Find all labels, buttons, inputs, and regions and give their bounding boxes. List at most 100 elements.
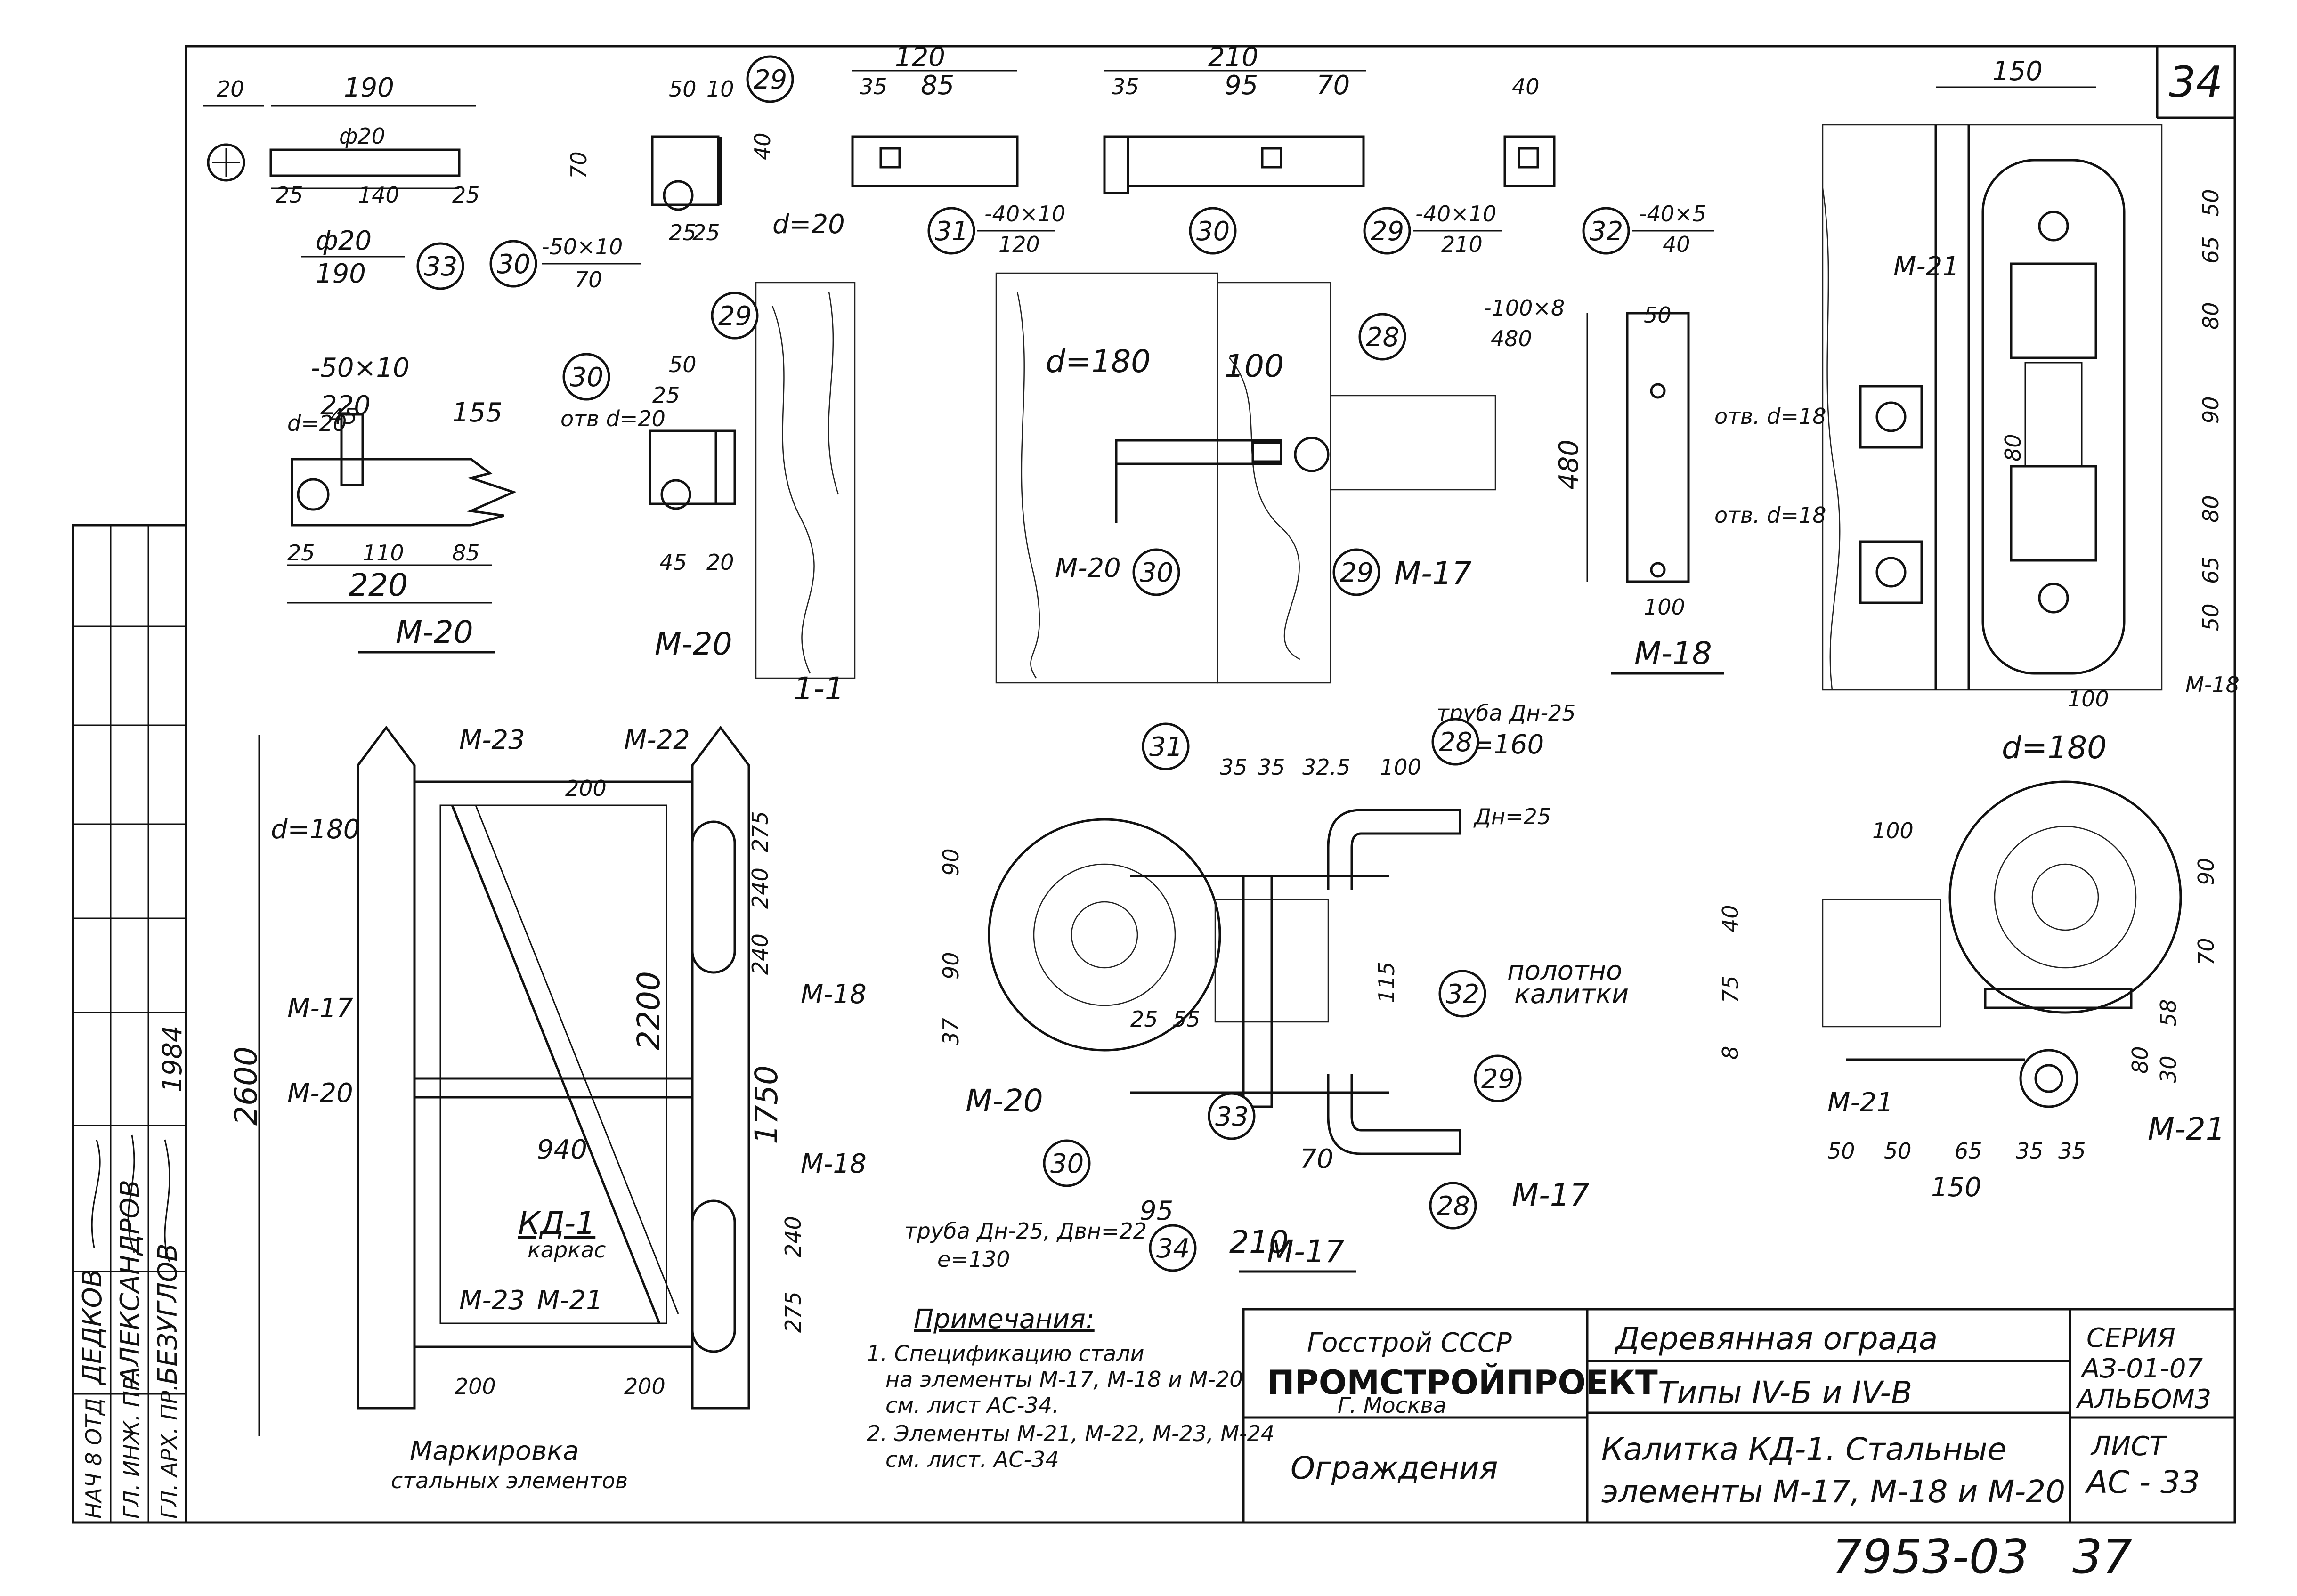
svg-text:940: 940 [537, 1134, 587, 1165]
svg-text:29: 29 [1340, 558, 1373, 588]
title-line-4: элементы М-17, М-18 и М-20 [1601, 1474, 2065, 1510]
svg-text:d=20: d=20 [287, 411, 347, 436]
callout-29d [1332, 548, 1380, 596]
svg-text:275: 275 [780, 1291, 806, 1333]
svg-text:М-22: М-22 [624, 725, 690, 755]
svg-text:150: 150 [1992, 56, 2043, 87]
title-line-1: Деревянная ограда [1614, 1321, 1938, 1357]
svg-text:28: 28 [1366, 322, 1399, 353]
svg-text:210: 210 [1208, 42, 1258, 73]
title-line-3: Калитка КД-1. Стальные [1601, 1431, 2006, 1467]
svg-text:2200: 2200 [631, 971, 667, 1050]
svg-text:30: 30 [570, 362, 603, 393]
svg-text:стальных элементов: стальных элементов [391, 1468, 628, 1493]
sheet-label: ЛИСТ [2090, 1431, 2167, 1462]
svg-text:100: 100 [1380, 754, 1421, 780]
svg-text:М-18: М-18 [801, 979, 867, 1010]
svg-text:d=20: d=20 [772, 209, 845, 240]
svg-text:50: 50 [2198, 603, 2224, 631]
stamp-number: 7953-03 [1832, 1529, 2029, 1584]
svg-text:65: 65 [1955, 1138, 1982, 1164]
svg-text:45: 45 [330, 404, 357, 429]
callout-33 [416, 242, 464, 290]
svg-text:58: 58 [2156, 999, 2181, 1027]
svg-text:-50×10: -50×10 [542, 234, 623, 259]
svg-text:М-20: М-20 [655, 626, 732, 662]
svg-text:90: 90 [938, 848, 964, 876]
svg-text:200: 200 [565, 776, 607, 801]
svg-text:32: 32 [1590, 216, 1623, 247]
svg-text:95: 95 [1140, 1196, 1173, 1226]
svg-text:200: 200 [624, 1374, 666, 1399]
m17-plan: 35 35 32.5 100 труба Дн-25 e=160 Дн=25 2… [904, 700, 1629, 1273]
svg-text:35: 35 [1258, 754, 1285, 780]
svg-text:220: 220 [320, 390, 371, 421]
svg-text:100: 100 [1225, 348, 1284, 384]
svg-text:35: 35 [2016, 1138, 2044, 1164]
note-line-3: см. лист АС-34. [885, 1393, 1059, 1418]
callout-29 [746, 55, 794, 103]
svg-text:240: 240 [747, 933, 773, 975]
signature-block: НАЧ 8 ОТД ГЛ. ИНЖ. ПР. ГЛ. АРХ. ПР. ДЕДК… [72, 524, 188, 1524]
svg-text:50: 50 [2198, 189, 2224, 217]
svg-text:480: 480 [1491, 326, 1532, 351]
svg-text:210: 210 [1441, 232, 1483, 257]
svg-text:ф20: ф20 [339, 123, 385, 149]
svg-text:120: 120 [998, 232, 1040, 257]
name-2: АЛЕКСАНДРОВ [115, 1180, 146, 1386]
svg-text:2600: 2600 [228, 1046, 264, 1126]
callout-31 [927, 207, 975, 255]
svg-text:29: 29 [1371, 216, 1404, 247]
svg-text:труба Дн-25, Двн=22: труба Дн-25, Двн=22 [904, 1218, 1147, 1244]
drawing-number: АС - 33 [2085, 1464, 2200, 1500]
svg-text:65: 65 [2198, 556, 2224, 584]
note-line-2: на элементы М-17, М-18 и М-20 [885, 1367, 1243, 1392]
callout-28c [1429, 1182, 1477, 1230]
callout-29c [711, 292, 759, 340]
svg-text:30: 30 [1050, 1149, 1084, 1179]
svg-text:240: 240 [780, 1216, 806, 1257]
svg-text:29: 29 [718, 301, 752, 332]
svg-text:М-18: М-18 [801, 1149, 867, 1179]
svg-text:-40×10: -40×10 [984, 201, 1065, 227]
svg-text:-40×5: -40×5 [1639, 201, 1706, 227]
svg-text:калитки: калитки [1514, 979, 1629, 1010]
stamp-page: 37 [2072, 1529, 2132, 1584]
svg-text:100: 100 [2068, 686, 2109, 712]
album-label: АЛЬБОМ3 [2076, 1384, 2211, 1415]
callout-31b [1142, 722, 1190, 770]
m20-detail: 220 25 110 85 d=20 45 155 -50×10 220 М-2… [287, 353, 517, 654]
svg-text:50: 50 [1827, 1138, 1855, 1164]
svg-text:35: 35 [2058, 1138, 2086, 1164]
svg-text:50: 50 [1884, 1138, 1912, 1164]
svg-text:80: 80 [2198, 495, 2224, 523]
svg-text:100: 100 [1872, 818, 1914, 843]
svg-text:25: 25 [1130, 1006, 1158, 1032]
callout-28b [1431, 718, 1479, 766]
svg-text:29: 29 [1481, 1064, 1515, 1094]
svg-text:отв. d=18: отв. d=18 [1714, 502, 1826, 528]
svg-text:34: 34 [1156, 1233, 1190, 1264]
svg-text:25: 25 [452, 182, 480, 208]
callout-30e [1043, 1139, 1091, 1187]
svg-text:-40×10: -40×10 [1415, 201, 1496, 227]
signature-year: 1984 [157, 1025, 188, 1093]
svg-text:40: 40 [1512, 74, 1540, 99]
svg-text:70: 70 [1300, 1144, 1333, 1175]
label-m18-plate: М-18 [1634, 635, 1712, 672]
svg-text:80: 80 [2198, 302, 2224, 330]
svg-text:80: 80 [2127, 1046, 2153, 1074]
log-plan-detail: d=180 100 28 30 29 М-17 М-20 [995, 272, 1496, 684]
svg-text:220: 220 [349, 567, 408, 603]
svg-text:190: 190 [344, 73, 394, 103]
sheet-number: 34 [2169, 57, 2223, 107]
svg-text:20: 20 [706, 550, 734, 575]
signature-strokes [91, 1134, 170, 1263]
name-1: ДЕДКОВ [77, 1269, 108, 1386]
org-city: Г. Москва [1338, 1393, 1446, 1418]
svg-text:М-17: М-17 [287, 993, 353, 1024]
svg-text:М-21: М-21 [2148, 1111, 2225, 1147]
svg-text:полотно: полотно [1507, 956, 1622, 986]
svg-text:29: 29 [754, 65, 787, 95]
